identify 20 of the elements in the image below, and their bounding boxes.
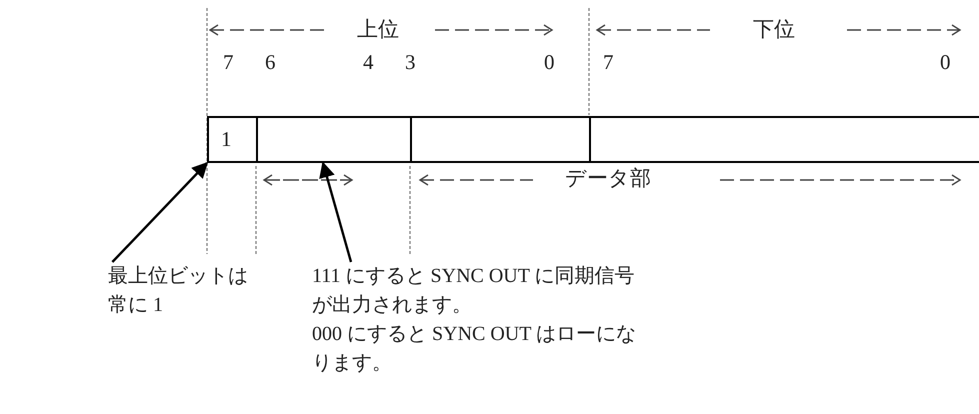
- note-text: 000 にすると SYNC OUT はローになります。: [312, 322, 637, 376]
- range-label: データ部: [565, 168, 651, 189]
- leader-arrow: [112, 162, 208, 263]
- register-field: [256, 116, 410, 163]
- bit-number: 7: [223, 52, 234, 73]
- register-field: [207, 116, 256, 163]
- register-field: [410, 116, 589, 163]
- range-label: 上位: [357, 19, 399, 40]
- note-text: 最上位ビットは常に 1: [108, 264, 249, 318]
- register-field: [589, 116, 979, 163]
- bit-number: 0: [940, 52, 950, 73]
- bit-number: 7: [603, 52, 614, 73]
- bit-number: 6: [265, 52, 276, 73]
- leader-arrow: [319, 161, 352, 262]
- bit-number: 0: [544, 52, 554, 73]
- bit-number: 3: [405, 52, 416, 73]
- range-label: 下位: [753, 19, 795, 40]
- bit-number: 4: [363, 52, 374, 73]
- bit-value: 1: [221, 129, 232, 150]
- note-text: 111 にすると SYNC OUT に同期信号が出力されます。: [312, 264, 636, 318]
